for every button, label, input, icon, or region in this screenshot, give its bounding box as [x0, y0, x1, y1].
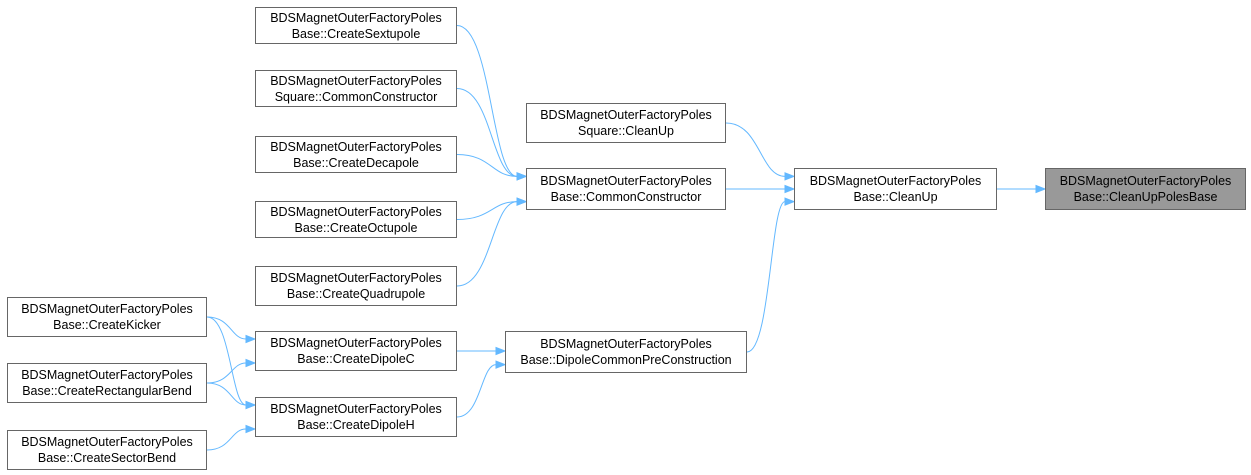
node-label-line1: BDSMagnetOuterFactoryPoles: [540, 108, 712, 122]
arrowhead-common-to-cleanup: [784, 184, 796, 194]
node-clean-up[interactable]: BDSMagnetOuterFactoryPoles Base::CleanUp: [794, 168, 997, 210]
node-label-line1: BDSMagnetOuterFactoryPoles: [270, 271, 442, 285]
node-label-line1: BDSMagnetOuterFactoryPoles: [1059, 174, 1232, 188]
node-label-line2: Base::CommonConstructor: [550, 190, 702, 204]
arrowhead-kicker-to-dipolec: [245, 334, 257, 344]
node-label-line1: BDSMagnetOuterFactoryPoles: [21, 302, 193, 316]
node-label-line2: Base::CreateDipoleC: [297, 352, 415, 366]
node-create-dipole-h[interactable]: BDSMagnetOuterFactoryPoles Base::CreateD…: [255, 397, 457, 437]
node-label-line1: BDSMagnetOuterFactoryPoles: [21, 435, 193, 449]
arrowhead-rectbend-to-dipoleh: [245, 400, 257, 410]
edge-rectbend-to-dipolec: [206, 362, 247, 384]
node-label-line1: BDSMagnetOuterFactoryPoles: [270, 73, 442, 88]
node-label-line2: Base::CreateRectangularBend: [22, 384, 192, 398]
node-label-line2: Base::CreateSectorBend: [37, 451, 177, 465]
edge-dipolepre-to-cleanup: [746, 201, 786, 353]
node-create-sector-bend[interactable]: BDSMagnetOuterFactoryPoles Base::CreateS…: [7, 430, 207, 470]
node-dipole-common-pre-construction[interactable]: BDSMagnetOuterFactoryPoles Base::DipoleC…: [505, 331, 747, 373]
node-label-line2: Base::DipoleCommonPreConstruction: [520, 353, 732, 367]
node-label-line2: Base::CreateSextupole: [291, 26, 421, 41]
node-square-clean-up[interactable]: BDSMagnetOuterFactoryPoles Square::Clean…: [526, 103, 726, 143]
arrowhead-sectorbend-to-dipoleh: [245, 424, 257, 434]
edge-kicker-to-dipoleh: [206, 316, 247, 406]
node-create-dipole-c[interactable]: BDSMagnetOuterFactoryPoles Base::CreateD…: [255, 331, 457, 371]
edge-quadrupole-to-common: [456, 201, 518, 287]
edge-kicker-to-dipolec: [206, 316, 247, 340]
edge-dipoleh-to-dipolepre: [456, 364, 497, 418]
node-create-quadrupole[interactable]: BDSMagnetOuterFactoryPoles Base::CreateQ…: [255, 266, 457, 306]
edge-sectorbend-to-dipoleh: [206, 428, 247, 451]
node-label-line1: BDSMagnetOuterFactoryPoles: [270, 336, 442, 350]
arrowhead-rectbend-to-dipolec: [245, 358, 257, 368]
edge-sextupole-to-common: [456, 25, 518, 177]
arrowhead-dipoleh-to-dipolepre: [495, 360, 507, 369]
node-label-line1: BDSMagnetOuterFactoryPoles: [540, 337, 712, 351]
node-create-sextupole[interactable]: BDSMagnetOuterFactoryPoles Base::CreateS…: [255, 7, 457, 44]
node-create-rectangular-bend[interactable]: BDSMagnetOuterFactoryPoles Base::CreateR…: [7, 363, 207, 403]
node-label-line1: BDSMagnetOuterFactoryPoles: [270, 139, 442, 154]
arrowhead-cleanup-to-root: [1035, 184, 1047, 194]
arrowhead-sqcleanup-to-cleanup: [784, 172, 796, 181]
node-create-octupole[interactable]: BDSMagnetOuterFactoryPoles Base::CreateO…: [255, 201, 457, 238]
arrowhead-decapole-to-common: [516, 172, 528, 181]
node-label-line2: Base::CreateQuadrupole: [286, 287, 426, 301]
node-label-line1: BDSMagnetOuterFactoryPoles: [540, 174, 712, 188]
edge-rectbend-to-dipoleh: [206, 382, 247, 406]
node-label-line2: Base::CreateDecapole: [293, 155, 419, 170]
edge-decapole-to-common: [456, 154, 518, 177]
node-label-line2: Base::CreateDipoleH: [297, 418, 415, 432]
edge-sqcommon-to-common: [456, 88, 518, 177]
node-common-constructor[interactable]: BDSMagnetOuterFactoryPoles Base::CommonC…: [526, 168, 726, 210]
node-label-line2: Base::CreateOctupole: [294, 220, 418, 235]
arrowhead-dipolec-to-dipolepre: [495, 346, 507, 356]
node-label-line2: Base::CleanUpPolesBase: [1073, 190, 1218, 204]
arrowhead-dipolepre-to-cleanup: [784, 197, 796, 206]
node-create-decapole[interactable]: BDSMagnetOuterFactoryPoles Base::CreateD…: [255, 136, 457, 173]
node-square-common-constructor[interactable]: BDSMagnetOuterFactoryPoles Square::Commo…: [255, 70, 457, 107]
node-label-line2: Base::CleanUp: [853, 190, 938, 204]
node-label-line2: Square::CommonConstructor: [274, 89, 438, 104]
node-label-line2: Square::CleanUp: [578, 124, 674, 138]
node-label-line1: BDSMagnetOuterFactoryPoles: [270, 10, 442, 25]
edge-octupole-to-common: [456, 201, 518, 220]
node-label-line2: Base::CreateKicker: [53, 318, 161, 332]
node-clean-up-poles-base: BDSMagnetOuterFactoryPoles Base::CleanUp…: [1045, 168, 1246, 210]
node-label-line1: BDSMagnetOuterFactoryPoles: [21, 368, 193, 382]
node-label-line1: BDSMagnetOuterFactoryPoles: [809, 174, 982, 188]
node-label-line1: BDSMagnetOuterFactoryPoles: [270, 402, 442, 416]
node-create-kicker[interactable]: BDSMagnetOuterFactoryPoles Base::CreateK…: [7, 297, 207, 337]
edge-sqcleanup-to-cleanup: [725, 122, 786, 177]
node-label-line1: BDSMagnetOuterFactoryPoles: [270, 204, 442, 219]
arrowhead-quadrupole-to-common: [516, 197, 528, 206]
